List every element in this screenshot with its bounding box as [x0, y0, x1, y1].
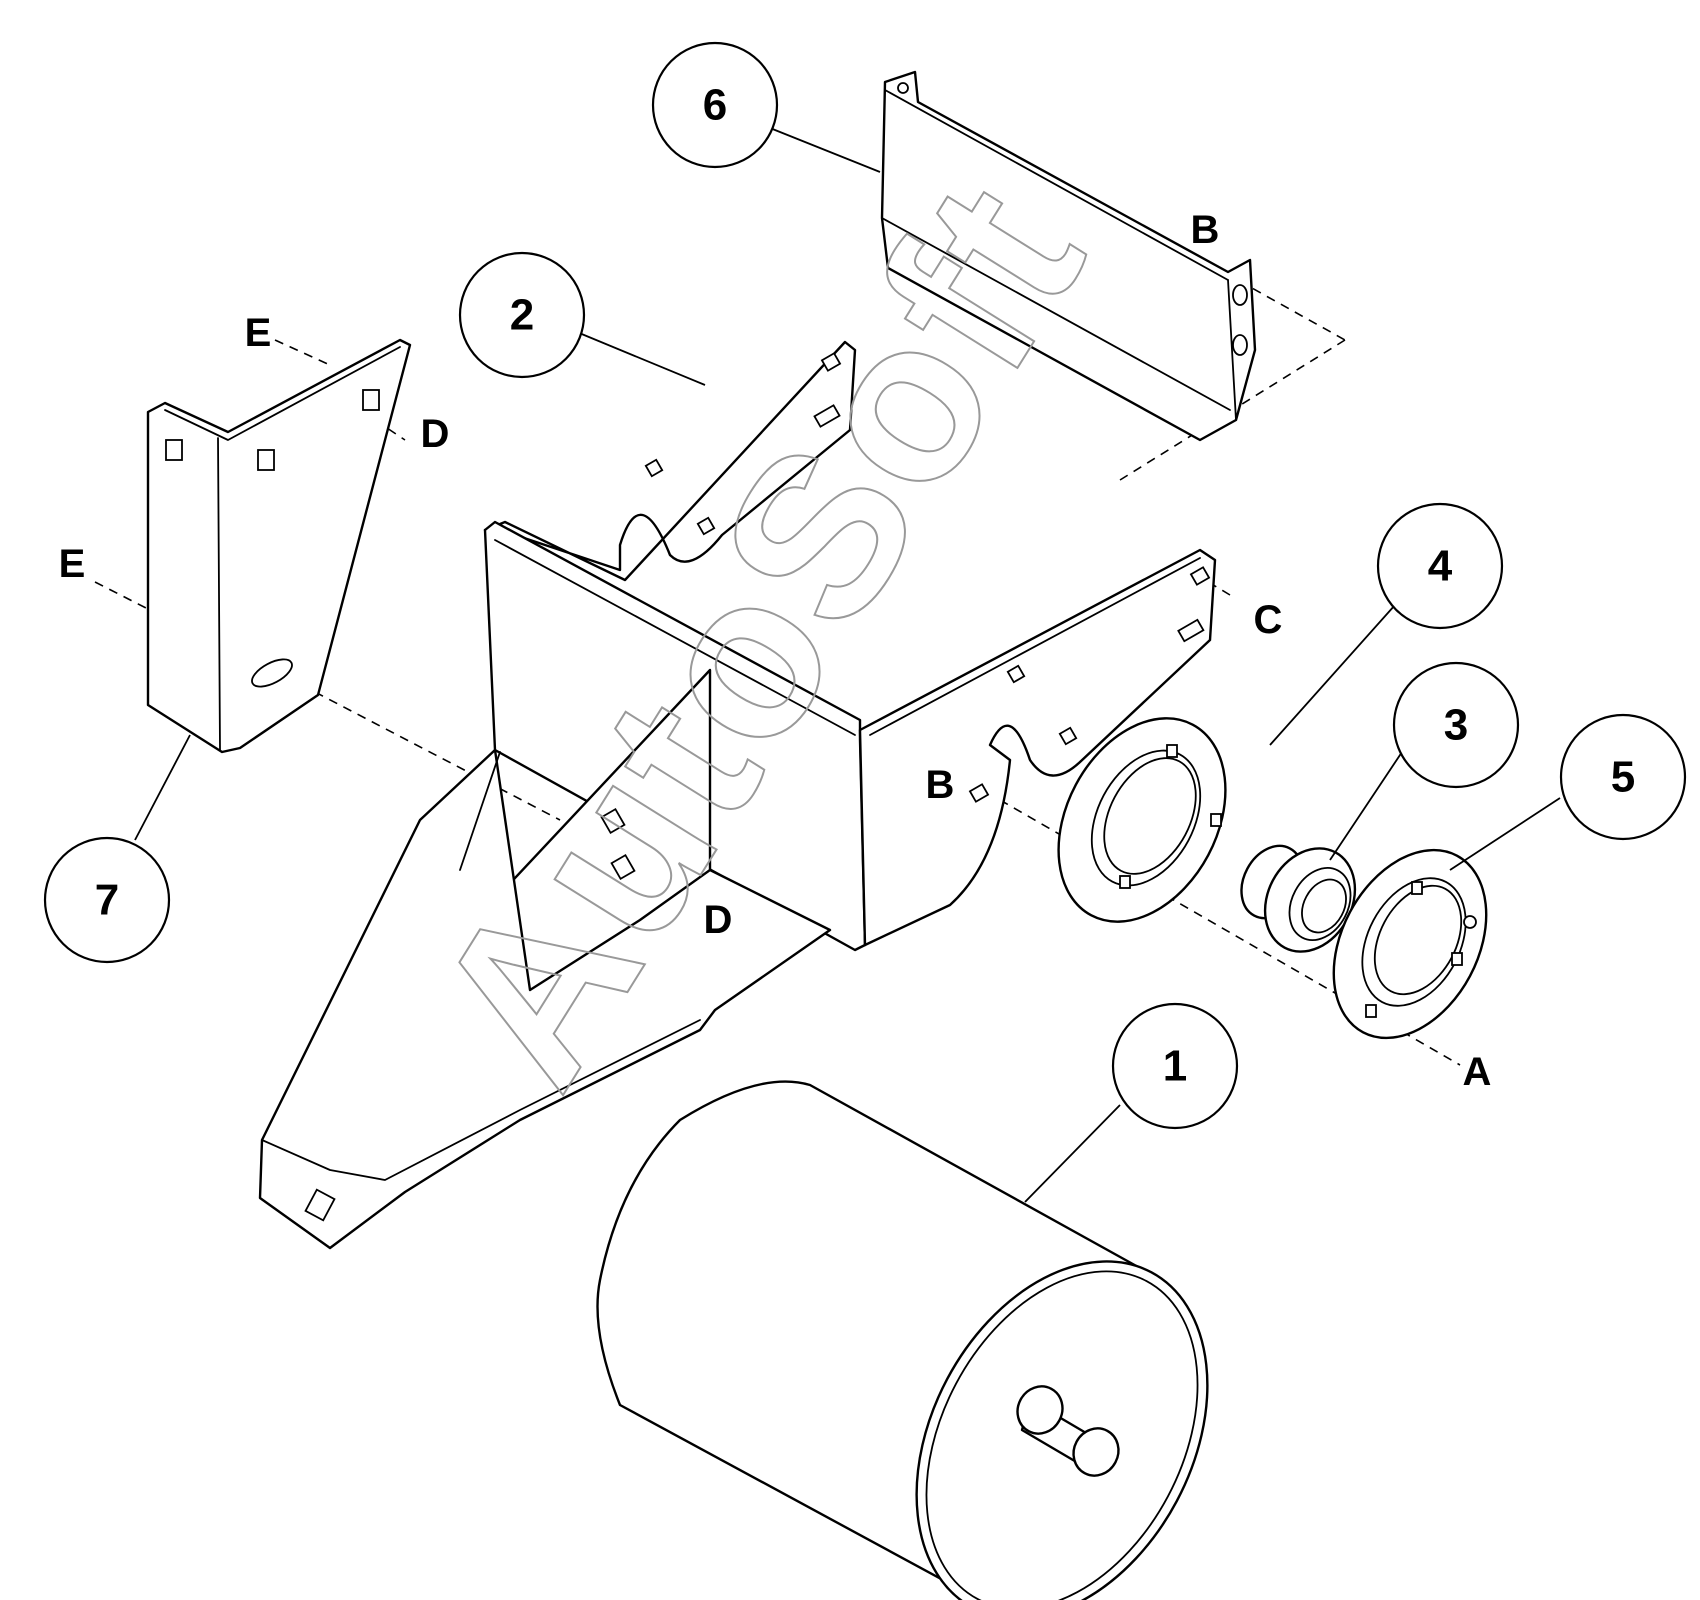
callout-6: 6: [651, 41, 779, 169]
part-5-flange: [1332, 848, 1488, 1040]
part-6-cover-plate: [880, 70, 1257, 442]
svg-text:6: 6: [703, 81, 727, 130]
part-7-side-bracket: [146, 338, 412, 754]
ref-letter-b-mid: B: [926, 763, 955, 807]
callout-5: 5: [1559, 713, 1687, 841]
callout-3: 3: [1392, 661, 1520, 789]
ref-letter-e-top: E: [245, 311, 272, 355]
svg-text:3: 3: [1444, 701, 1468, 750]
ref-letter-b-top: B: [1191, 208, 1220, 252]
svg-text:5: 5: [1611, 753, 1635, 802]
svg-text:1: 1: [1163, 1042, 1187, 1091]
leader-lines: [134, 127, 1561, 1203]
svg-text:7: 7: [95, 876, 119, 925]
ref-letter-d-lower: D: [704, 898, 733, 942]
ref-letter-c: C: [1254, 598, 1283, 642]
callout-7: 7: [43, 836, 171, 964]
ref-letter-e-side: E: [59, 542, 86, 586]
callout-2: 2: [458, 251, 586, 379]
svg-text:2: 2: [510, 291, 534, 340]
callout-4: 4: [1376, 502, 1504, 630]
part-2-main-frame: [258, 340, 1217, 1250]
ref-letter-a: A: [1463, 1050, 1492, 1094]
part-3-bearing: [1240, 844, 1357, 953]
ref-letter-d-upper: D: [421, 412, 450, 456]
part-4-flange: [1057, 717, 1227, 923]
part-1-roller: [596, 1080, 1209, 1600]
callout-1: 1: [1111, 1002, 1239, 1130]
svg-text:4: 4: [1428, 542, 1453, 591]
